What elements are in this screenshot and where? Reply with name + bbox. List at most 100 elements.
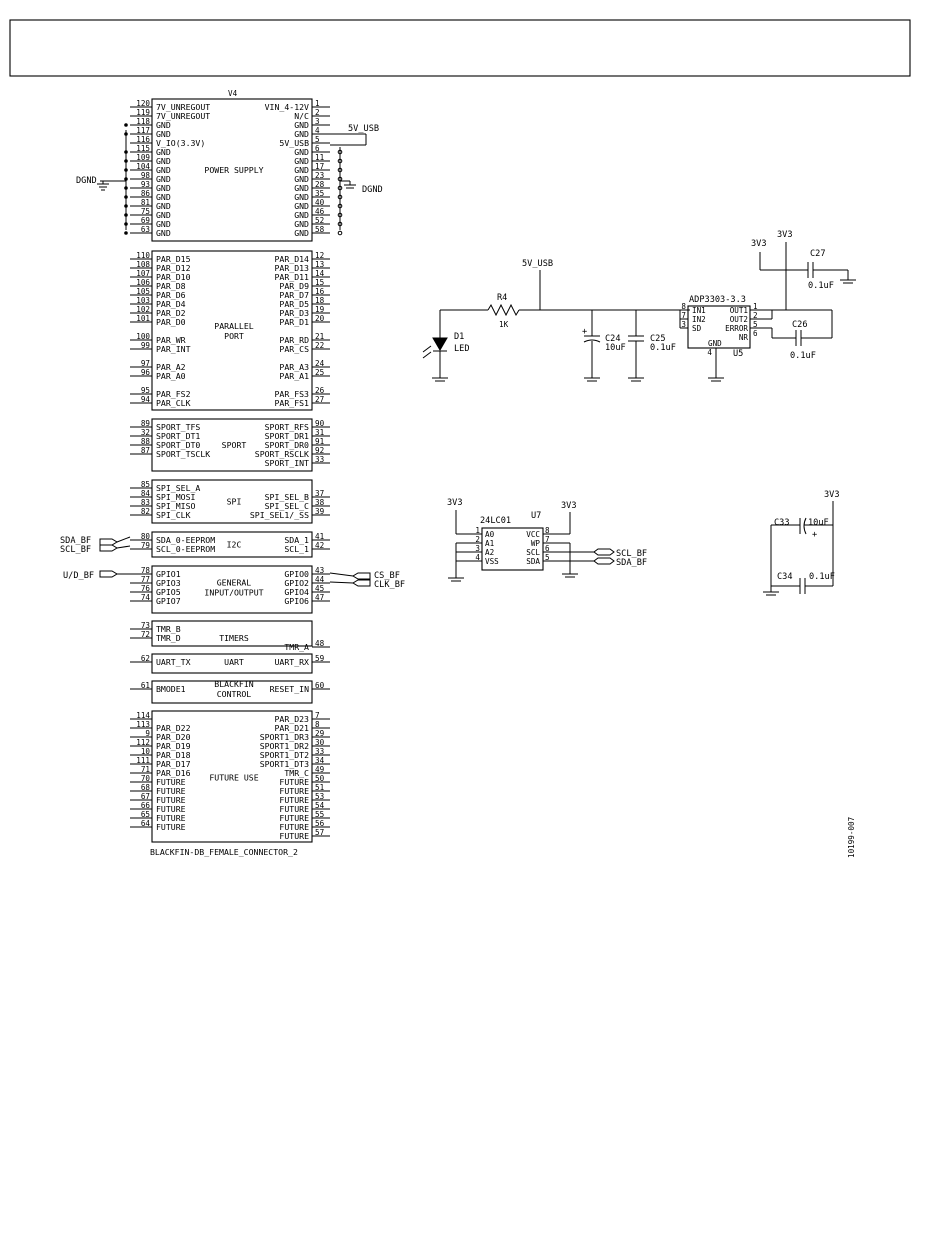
pin-number: 120 [136, 99, 150, 108]
pin-number: 74 [141, 593, 151, 602]
pin-number: 75 [141, 207, 150, 216]
pin-number: 52 [315, 216, 324, 225]
pin-number: 72 [141, 630, 150, 639]
pin-number: 111 [136, 756, 150, 765]
pin-name: FUTURE [279, 786, 309, 796]
pin-number: 29 [315, 729, 325, 738]
pin-number: 85 [141, 480, 150, 489]
pin-number: 56 [315, 819, 325, 828]
pin-number: 47 [315, 593, 324, 602]
pin-name: SPORT_DT1 [156, 431, 200, 441]
pin-name: GND [294, 210, 309, 220]
pin-name: PAR_D11 [274, 272, 309, 282]
junction-dot [337, 230, 343, 236]
pin-number: 87 [141, 446, 150, 455]
u5-pin-number: 2 [753, 311, 758, 320]
ud-bf-net-label: U/D_BF [63, 571, 94, 581]
pin-number: 88 [141, 437, 151, 446]
pin-number: 20 [315, 314, 325, 323]
pin-number: 104 [136, 162, 150, 171]
pin-number: 62 [141, 654, 150, 663]
connector-section [151, 653, 313, 674]
pin-name: GND [294, 183, 309, 193]
pin-name: GND [156, 165, 171, 175]
pin-name: SPI_MOSI [156, 492, 196, 502]
pin-name: PAR_D12 [156, 263, 191, 273]
pin-number: 81 [141, 198, 151, 207]
pin-number: 46 [315, 207, 325, 216]
u5-pin-name: OUT2 [730, 315, 748, 324]
pin-name: VIN_4-12V [265, 102, 309, 112]
pin-name: SCL_1 [284, 544, 309, 554]
pin-number: 79 [141, 541, 151, 550]
pin-name: SPI_SEL1/_SS [250, 510, 309, 520]
u7-pin-number: 3 [475, 544, 480, 553]
u5-pin-number: 6 [753, 329, 758, 338]
u7-pin-name: A2 [485, 548, 494, 557]
pin-name: GND [294, 192, 309, 202]
pin-number: 109 [136, 153, 150, 162]
pin-number: 50 [315, 774, 325, 783]
reg-3v3-label-b: 3V3 [777, 230, 793, 240]
pin-number: 5 [315, 135, 320, 144]
svg-text:+: + [582, 327, 587, 337]
pin-name: 7V_UNREGOUT [156, 111, 210, 121]
pin-name: PAR_D20 [156, 732, 191, 742]
pin-number: 23 [315, 171, 324, 180]
pin-name: FUTURE [279, 777, 309, 787]
pin-number: 12 [315, 251, 324, 260]
pin-name: 7V_UNREGOUT [156, 102, 210, 112]
u7-pin-number: 7 [545, 535, 550, 544]
pin-number: 67 [141, 792, 150, 801]
pin-number: 61 [141, 681, 151, 690]
pin-name: SPORT_RFS [265, 422, 309, 432]
pin-name: GPIO1 [156, 569, 181, 579]
pin-name: PAR_D14 [274, 254, 309, 264]
pin-number: 7 [315, 711, 320, 720]
pin-name: PAR_CS [279, 344, 309, 354]
pin-name: PAR_RD [279, 335, 309, 345]
regulator-circuit: 5V_USB R4 1K D1 LED + C24 10uF C2 [422, 230, 856, 382]
pin-name: SDA_1 [284, 535, 309, 545]
pin-name: FUTURE [156, 786, 186, 796]
pin-number: 108 [136, 260, 150, 269]
pin-number: 76 [141, 584, 151, 593]
c34-value: 0.1uF [809, 572, 835, 582]
eeprom-3v3-label-a: 3V3 [447, 498, 463, 508]
pin-name: GND [156, 147, 171, 157]
pin-name: SPORT1_DT2 [260, 750, 309, 760]
pin-name: GND [156, 183, 171, 193]
u5-gnd-number: 4 [707, 348, 712, 357]
pin-name: FUTURE [279, 804, 309, 814]
u5-regulator [687, 305, 751, 349]
c25-value: 0.1uF [650, 343, 676, 353]
d1-type: LED [454, 344, 470, 354]
pin-number: 22 [315, 341, 324, 350]
pin-number: 119 [136, 108, 150, 117]
section-name: INPUT/OUTPUT [204, 588, 263, 598]
pin-number: 34 [315, 756, 325, 765]
pin-number: 110 [136, 251, 150, 260]
pin-number: 98 [141, 171, 151, 180]
pin-number: 49 [315, 765, 325, 774]
pin-number: 48 [315, 639, 325, 648]
pin-name: GND [156, 120, 171, 130]
connector-v4: V4 BLACKFIN-DB_FEMALE_CONNECTOR_2 POWER … [124, 89, 343, 857]
connector-section [151, 531, 313, 558]
pin-name: SPORT_RSCLK [255, 449, 309, 459]
svg-text:+: + [812, 530, 817, 540]
u7-pin-number: 6 [545, 544, 550, 553]
pin-name: SPORT_INT [265, 458, 309, 468]
junction-dot [124, 123, 128, 127]
pin-name: V_IO(3.3V) [156, 138, 205, 148]
eeprom-sda-bf-label: SDA_BF [616, 558, 647, 568]
section-name: SPI [227, 497, 242, 507]
decoupling-3v3-label: 3V3 [824, 490, 840, 500]
u7-pin-name: A0 [485, 530, 495, 539]
pin-name: PAR_D16 [156, 768, 191, 778]
pin-name: GND [294, 228, 309, 238]
pin-name: PAR_D21 [274, 723, 309, 733]
pin-number: 60 [315, 681, 325, 690]
pin-name: SPORT_DT0 [156, 440, 200, 450]
